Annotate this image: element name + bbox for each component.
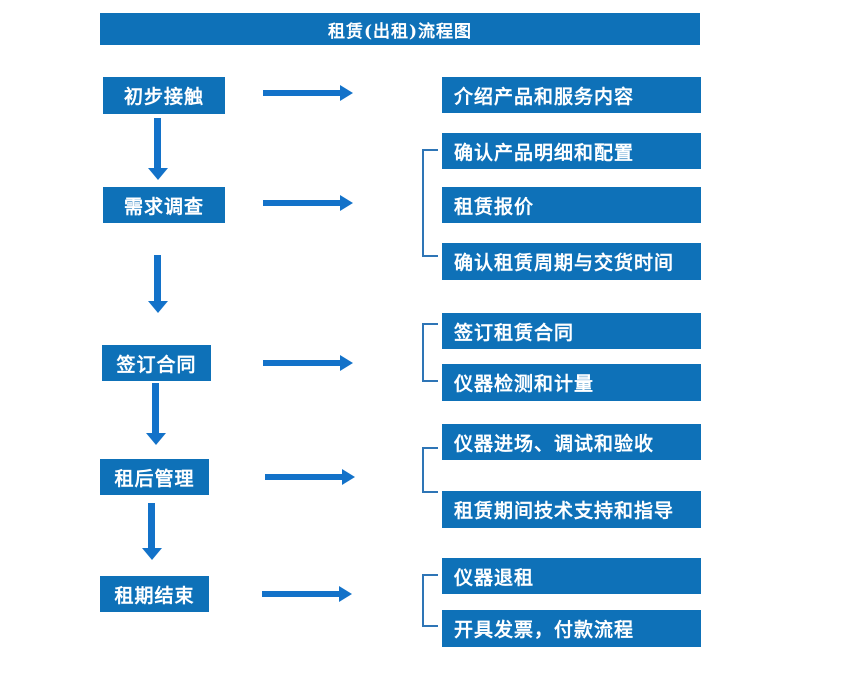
- arrow-down-icon: [148, 255, 168, 313]
- arrow-down-icon: [146, 383, 166, 445]
- step-demand-survey: 需求调查: [103, 187, 225, 223]
- arrow-right-icon: [265, 469, 355, 485]
- detail-instrument-return: 仪器退租: [442, 558, 701, 594]
- arrow-right-icon: [263, 195, 353, 211]
- step-rental-end: 租期结束: [100, 576, 209, 612]
- detail-sign-rental-contract: 签订租赁合同: [442, 313, 701, 349]
- arrow-down-icon: [142, 503, 162, 560]
- detail-tech-support: 租赁期间技术支持和指导: [442, 491, 701, 528]
- flowchart-title: 租赁(出租)流程图: [100, 13, 700, 45]
- step-initial-contact: 初步接触: [103, 77, 225, 114]
- detail-confirm-period-delivery: 确认租赁周期与交货时间: [442, 243, 701, 280]
- detail-invoice-payment: 开具发票，付款流程: [442, 610, 701, 647]
- arrow-right-icon: [263, 355, 353, 371]
- group-bracket: [422, 149, 438, 257]
- group-bracket: [422, 447, 438, 493]
- detail-introduce-products: 介绍产品和服务内容: [442, 77, 701, 113]
- detail-instrument-testing: 仪器检测和计量: [442, 364, 701, 401]
- detail-instrument-setup-acceptance: 仪器进场、调试和验收: [442, 424, 701, 460]
- detail-confirm-product-config: 确认产品明细和配置: [442, 133, 701, 169]
- arrow-right-icon: [263, 85, 353, 101]
- step-post-rental-management: 租后管理: [100, 459, 209, 495]
- arrow-right-icon: [262, 586, 352, 602]
- group-bracket: [422, 574, 438, 627]
- detail-rental-quotation: 租赁报价: [442, 187, 701, 223]
- step-sign-contract: 签订合同: [102, 345, 211, 381]
- arrow-down-icon: [148, 118, 168, 180]
- group-bracket: [422, 323, 438, 382]
